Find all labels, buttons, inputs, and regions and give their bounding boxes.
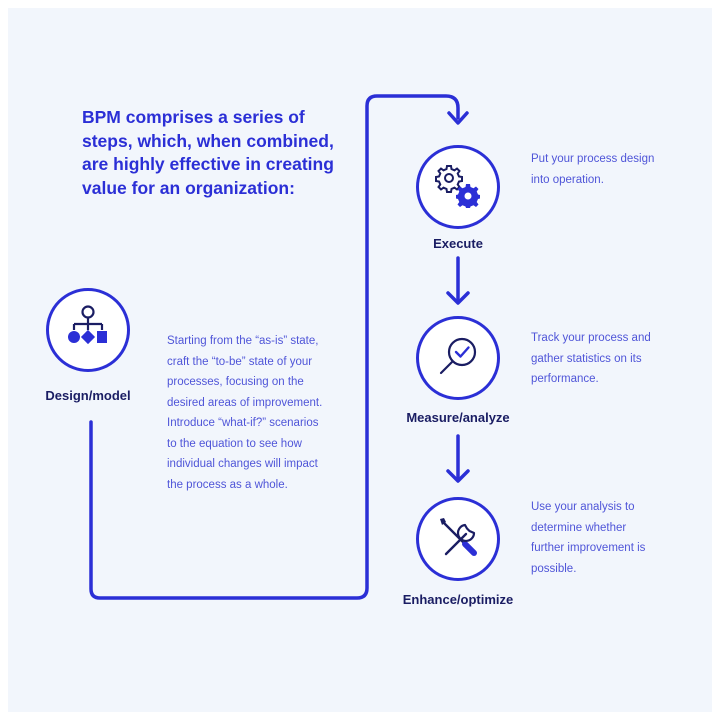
execute-node: [416, 145, 500, 229]
step-description-design-model: Starting from the “as-is” state, craft t…: [167, 335, 323, 491]
arrowhead-to-execute: [447, 111, 469, 125]
magnifier-check-icon: [439, 337, 477, 375]
diagram-title: BPM comprises a series of steps, which, …: [82, 107, 334, 198]
loop-connector: [89, 94, 460, 600]
step-description-enhance-optimize: Use your analysis to determine whether f…: [531, 501, 646, 575]
measure-analyze-node: [416, 316, 500, 400]
tools-icon: [440, 518, 477, 556]
step-description-execute: Put your process design into operation.: [531, 153, 655, 186]
flowchart-icon: [68, 305, 107, 345]
step-label-design-model: Design/model: [45, 388, 131, 403]
step-label-enhance-optimize: Enhance/optimize: [402, 592, 514, 607]
arrow-measure-to-enhance: [446, 434, 470, 483]
design-model-node: [46, 288, 130, 372]
diagram-canvas: [8, 8, 712, 712]
step-label-execute: Execute: [433, 236, 483, 251]
step-label-measure-analyze: Measure/analyze: [406, 410, 510, 425]
gears-icon: [435, 165, 480, 208]
step-description-measure-analyze: Track your process and gather statistics…: [531, 332, 651, 385]
enhance-optimize-node: [416, 497, 500, 581]
arrow-execute-to-measure: [446, 256, 470, 305]
